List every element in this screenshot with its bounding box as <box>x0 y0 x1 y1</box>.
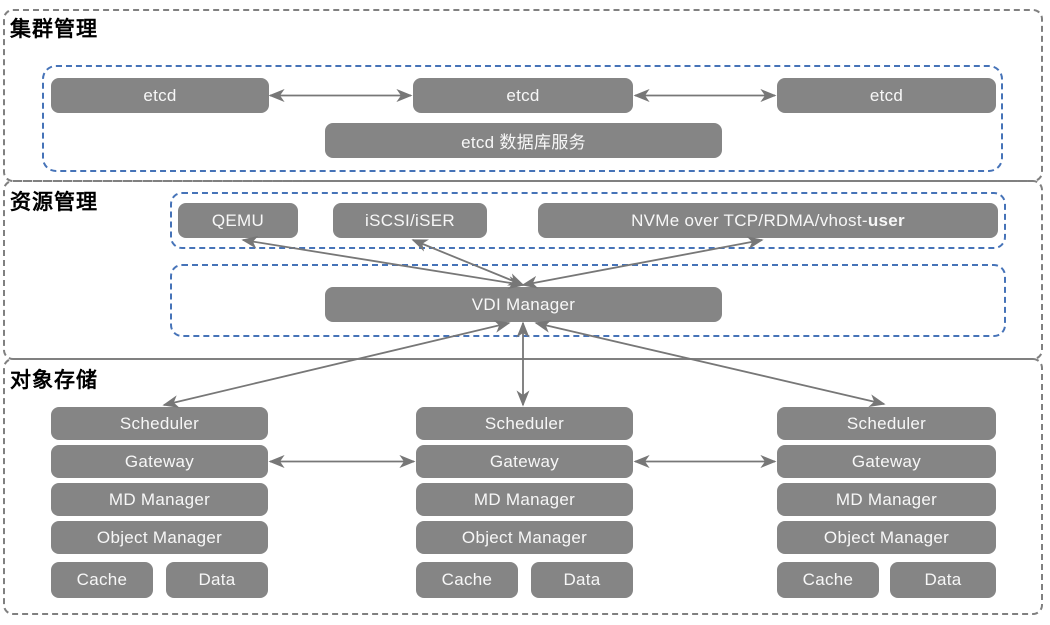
storage-node-2: Scheduler Gateway MD Manager Object Mana… <box>416 407 633 598</box>
cache-box: Cache <box>777 562 879 598</box>
scheduler-box: Scheduler <box>777 407 996 440</box>
md-manager-box: MD Manager <box>51 483 268 516</box>
scheduler-box: Scheduler <box>416 407 633 440</box>
object-manager-box: Object Manager <box>777 521 996 554</box>
data-box: Data <box>166 562 268 598</box>
object-manager-box: Object Manager <box>51 521 268 554</box>
iscsi-iser-box: iSCSI/iSER <box>333 203 487 238</box>
cache-box: Cache <box>416 562 518 598</box>
cache-box: Cache <box>51 562 153 598</box>
qemu-box: QEMU <box>178 203 298 238</box>
etcd-database-service-box: etcd 数据库服务 <box>325 123 722 158</box>
cluster-management-label: 集群管理 <box>10 18 98 41</box>
resource-management-label: 资源管理 <box>10 191 98 214</box>
scheduler-box: Scheduler <box>51 407 268 440</box>
md-manager-box: MD Manager <box>416 483 633 516</box>
data-box: Data <box>531 562 633 598</box>
nvme-box: NVMe over TCP/RDMA/vhost-user <box>538 203 998 238</box>
vdi-manager-box: VDI Manager <box>325 287 722 322</box>
etcd-box-3: etcd <box>777 78 996 113</box>
etcd-cluster-container <box>42 65 1003 172</box>
nvme-box-label-bold: user <box>867 210 905 230</box>
etcd-box-1: etcd <box>51 78 269 113</box>
storage-node-3: Scheduler Gateway MD Manager Object Mana… <box>777 407 996 598</box>
storage-node-1: Scheduler Gateway MD Manager Object Mana… <box>51 407 268 598</box>
object-manager-box: Object Manager <box>416 521 633 554</box>
gateway-box: Gateway <box>777 445 996 478</box>
md-manager-box: MD Manager <box>777 483 996 516</box>
object-storage-label: 对象存储 <box>10 369 98 392</box>
etcd-box-2: etcd <box>413 78 633 113</box>
nvme-box-label: NVMe over TCP/RDMA/vhost- <box>631 210 868 230</box>
gateway-box: Gateway <box>51 445 268 478</box>
gateway-box: Gateway <box>416 445 633 478</box>
data-box: Data <box>890 562 996 598</box>
